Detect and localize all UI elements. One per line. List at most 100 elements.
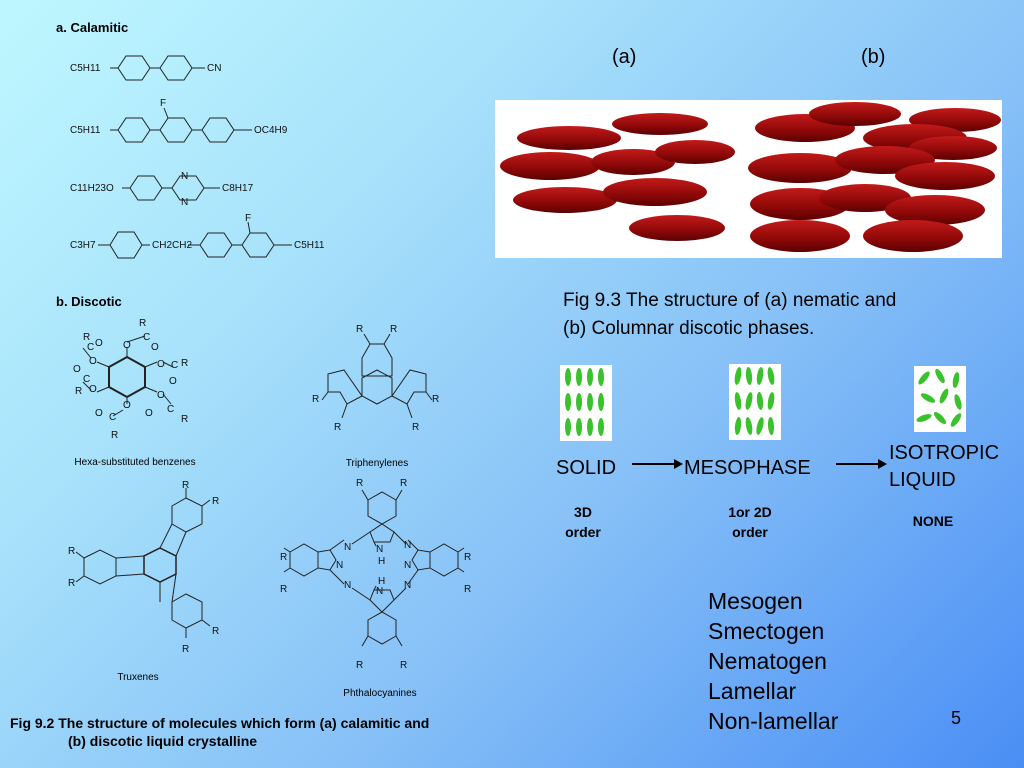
pc-r1: R — [356, 478, 363, 489]
row4-right-label: C5H11 — [294, 240, 325, 251]
term-item: Smectogen — [708, 618, 825, 644]
hexa-o12: O — [95, 338, 103, 349]
hexa-c2: C — [171, 360, 178, 371]
trux-r1: R — [182, 480, 189, 491]
pc-r5: R — [464, 552, 471, 563]
hexa-c5: C — [83, 374, 90, 385]
row2-left-label: C5H11 — [70, 125, 101, 136]
pc-r2: R — [400, 478, 407, 489]
triph-r3: R — [312, 394, 319, 405]
hexa-r4: R — [111, 430, 118, 441]
pc-n1: N — [344, 542, 351, 553]
hexa-c3: C — [167, 404, 174, 415]
meso-order-line2: order — [732, 524, 768, 540]
solid-rods-image — [560, 365, 612, 441]
meso-order-line1: 1or 2D — [728, 504, 772, 520]
fig93-line1: Fig 9.3 The structure of (a) nematic and — [563, 290, 897, 311]
arrow-right-icon — [632, 459, 683, 469]
isotropic-line2: LIQUID — [889, 469, 956, 491]
solid-label: SOLID — [556, 457, 617, 479]
hexa-o1: O — [123, 340, 131, 351]
row2-right-label: OC4H9 — [254, 125, 288, 136]
term-item: Nematogen — [708, 648, 827, 674]
arrow-right-icon — [836, 459, 887, 469]
row1-right-label: CN — [207, 63, 221, 74]
hexa-o7: O — [123, 400, 131, 411]
triphenylene-caption: Triphenylenes — [345, 458, 409, 469]
discotic-heading: b. Discotic — [56, 294, 122, 309]
pc-n4: N — [336, 560, 343, 571]
isotropic-line1: ISOTROPIC — [889, 442, 1000, 464]
mesophase-rods-image — [729, 364, 781, 440]
triph-r2: R — [390, 324, 397, 335]
pc-r8: R — [400, 660, 407, 670]
fig93-line2: (b) Columnar discotic phases. — [563, 318, 815, 339]
pc-r4: R — [280, 584, 287, 595]
hexa-o4: O — [169, 376, 177, 387]
mesophase-order: 1or 2D order — [712, 502, 788, 542]
fig92-line1: Fig 9.2 The structure of molecules which… — [10, 715, 430, 731]
hexa-o2: O — [151, 342, 159, 353]
columnar-discs — [748, 102, 1001, 252]
calamitic-heading: a. Calamitic — [56, 20, 129, 35]
hexa-r5: R — [75, 386, 82, 397]
solid-order-line1: 3D — [574, 504, 592, 520]
phthalocyanine-caption: Phthalocyanines — [343, 688, 417, 699]
term-item: Non-lamellar — [708, 708, 839, 734]
solid-order: 3D order — [550, 502, 616, 542]
calamitic-structures: C5H11 CN C5H11 F OC4H9 C11H23O N N C8H17… — [70, 55, 325, 259]
label-a: (a) — [612, 46, 637, 68]
truxene-caption: Truxenes — [117, 672, 159, 683]
hexa-c1: C — [143, 332, 150, 343]
trux-r6: R — [182, 644, 189, 655]
row3-n2-label: N — [181, 197, 188, 208]
pc-h1: H — [378, 556, 385, 567]
isotropic-order: NONE — [912, 513, 954, 529]
page-number: 5 — [951, 708, 962, 728]
row4-left-label: C3H7 — [70, 240, 96, 251]
triph-r5: R — [432, 394, 439, 405]
hexa-o3: O — [157, 359, 165, 370]
row2-f-label: F — [160, 98, 166, 109]
hexa-benzene-structure: O C R O O C R O O C R O O C O R O R C O … — [73, 318, 188, 441]
phthalocyanine-structure: R R R R R R R R N N N H N N H N N N — [280, 478, 471, 670]
pc-h2: H — [378, 576, 385, 587]
row4-f-label: F — [245, 213, 251, 224]
trux-r3: R — [68, 546, 75, 557]
row3-n1-label: N — [181, 171, 188, 182]
pc-n2: N — [404, 540, 411, 551]
triph-r6: R — [412, 422, 419, 433]
triph-r1: R — [356, 324, 363, 335]
hexa-r1: R — [139, 318, 146, 329]
trux-r5: R — [212, 626, 219, 637]
label-b: (b) — [861, 46, 886, 68]
pc-n8: N — [404, 580, 411, 591]
term-item: Lamellar — [708, 678, 797, 704]
isotropic-liquid-label: ISOTROPIC LIQUID — [889, 440, 999, 494]
hexa-o5: O — [157, 390, 165, 401]
trux-r2: R — [212, 496, 219, 507]
fig93-caption: Fig 9.3 The structure of (a) nematic and… — [563, 287, 896, 343]
truxene-structure: R R R R R R — [68, 480, 219, 655]
pc-r7: R — [356, 660, 363, 670]
pc-n7: N — [344, 580, 351, 591]
hexa-c6: C — [87, 342, 94, 353]
pc-n6: N — [376, 586, 383, 597]
row3-right-label: C8H17 — [222, 183, 254, 194]
hexa-o8: O — [95, 408, 103, 419]
mesophase-label: MESOPHASE — [684, 457, 811, 479]
hexa-o6: O — [145, 408, 153, 419]
triphenylene-structure: R R R R R R — [312, 324, 439, 433]
hexa-r6: R — [83, 332, 90, 343]
hexa-c4: C — [109, 412, 116, 423]
fig92-caption: Fig 9.2 The structure of molecules which… — [10, 714, 429, 750]
nematic-discs — [500, 113, 735, 241]
pc-n5: N — [404, 560, 411, 571]
isotropic-rods-image — [914, 366, 966, 432]
hexa-o10: O — [73, 364, 81, 375]
solid-order-line2: order — [565, 524, 601, 540]
term-item: Mesogen — [708, 588, 803, 614]
fig92-line2: (b) discotic liquid crystalline — [68, 733, 258, 749]
terms-list: Mesogen Smectogen Nematogen Lamellar Non… — [708, 586, 838, 736]
pc-n3: N — [376, 544, 383, 555]
